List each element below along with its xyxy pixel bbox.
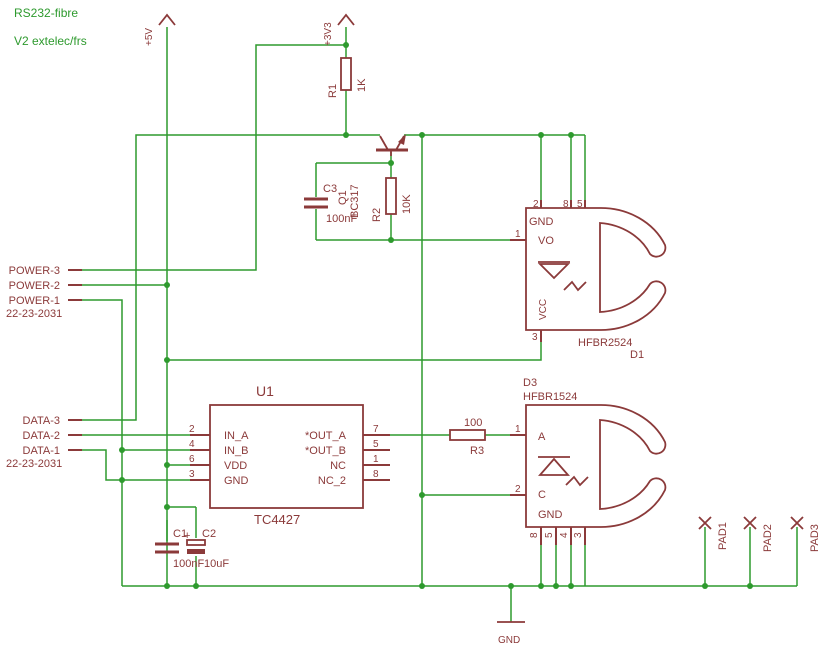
power-1-label: POWER-1 [9, 295, 60, 307]
u1-in-a: IN_A [224, 430, 249, 442]
pad3-label: PAD3 [809, 524, 821, 552]
pad3: PAD3 [790, 516, 821, 552]
u1-pin-5: 5 [373, 439, 379, 450]
capacitor-c2: + C2 10uF [184, 528, 229, 570]
d1-pin-8: 8 [563, 199, 569, 210]
supply-3v3-label: +3V3 [323, 22, 334, 46]
u1-pin-6: 6 [189, 454, 195, 465]
wires [80, 27, 798, 622]
supply-3v3: +3V3 [323, 13, 355, 46]
power-3-label: POWER-3 [9, 265, 60, 277]
pads: PAD1 PAD2 PAD3 [698, 516, 821, 552]
d1-pin-3: 3 [532, 332, 538, 343]
resistor-r2: R2 10K [371, 177, 413, 222]
r1-name: R1 [327, 84, 339, 98]
u1-pin-3: 3 [189, 469, 195, 480]
gnd-symbol: GND [497, 621, 525, 646]
resistor-r3: 100 R3 [449, 417, 486, 457]
u1-in-b: IN_B [224, 445, 248, 457]
d1-value: HFBR2524 [578, 337, 632, 349]
u1-vdd: VDD [224, 460, 247, 472]
u1-name: U1 [256, 383, 274, 399]
power-connector: POWER-3 POWER-2 POWER-1 22-23-2031 [6, 265, 82, 320]
u1-pin-1: 1 [373, 454, 379, 465]
r2-name: R2 [371, 208, 383, 222]
d3-pin-2: 2 [515, 484, 521, 495]
c2-name: C2 [202, 528, 216, 540]
d1-vo-label: VO [538, 235, 554, 247]
transistor-q1: Q1 BC317 [337, 134, 408, 218]
d1-pin-2: 2 [533, 199, 539, 210]
d3-pin-3: 3 [573, 532, 584, 538]
title-line-1: RS232-fibre [14, 6, 78, 20]
pad1: PAD1 [698, 516, 729, 550]
pad1-label: PAD1 [717, 522, 729, 550]
c3-value: 100nF [326, 213, 357, 225]
d3-name: D3 [523, 377, 537, 389]
r2-value: 10K [401, 194, 413, 214]
d1-pin-5: 5 [577, 199, 583, 210]
title-line-2: V2 extelec/frs [14, 34, 87, 48]
d1-name: D1 [630, 349, 644, 361]
capacitor-c3: C3 100nF [304, 183, 357, 225]
d1-gnd-label: GND [529, 216, 554, 228]
r3-value: 100 [464, 417, 482, 429]
r1-value: 1K [356, 78, 368, 92]
supply-5v-label: +5V [144, 28, 155, 46]
pad2-label: PAD2 [762, 524, 774, 552]
u1-value: TC4427 [254, 512, 300, 527]
resistor-r1: R1 1K [327, 57, 368, 98]
d1-pin-1: 1 [515, 229, 521, 240]
gnd-label: GND [498, 635, 520, 646]
power-2-label: POWER-2 [9, 280, 60, 292]
u1-nc: NC [330, 460, 346, 472]
data-connector-part: 22-23-2031 [6, 458, 62, 470]
d3-c-label: C [538, 489, 546, 501]
q1-name: Q1 [337, 190, 349, 205]
capacitor-c1: C1 100nF [155, 528, 204, 570]
data-2-label: DATA-2 [23, 430, 61, 442]
d3-a-label: A [538, 431, 546, 443]
d3-pin-4: 4 [559, 532, 570, 538]
junction-dots [119, 42, 753, 589]
c2-polarity: + [184, 530, 190, 542]
ic-u1: U1 TC4427 2 4 6 3 IN_A IN_B VDD GND 7 5 … [189, 383, 390, 527]
data-3-label: DATA-3 [23, 415, 61, 427]
q1-value: BC317 [349, 184, 361, 218]
c1-value: 100nF [173, 558, 204, 570]
u1-pin-8: 8 [373, 469, 379, 480]
d3-pin-5: 5 [544, 532, 555, 538]
u1-pin-4: 4 [189, 439, 195, 450]
power-connector-part: 22-23-2031 [6, 308, 62, 320]
r3-name: R3 [470, 445, 484, 457]
c3-name: C3 [323, 183, 337, 195]
u1-gnd: GND [224, 475, 249, 487]
u1-nc-2: NC_2 [318, 475, 346, 487]
c2-value: 10uF [204, 558, 229, 570]
transmitter-d3: 1 2 8 5 4 3 A C GND D3 HFBR1524 [510, 377, 667, 545]
c1-name: C1 [173, 528, 187, 540]
supply-5v: +5V [144, 13, 176, 46]
d1-vcc-label: VCC [538, 299, 549, 320]
d3-pin-8: 8 [529, 532, 540, 538]
data-1-label: DATA-1 [23, 445, 61, 457]
pad2: PAD2 [743, 516, 774, 552]
d3-value: HFBR1524 [523, 391, 577, 403]
u1-out-a: *OUT_A [305, 430, 347, 442]
u1-pin-7: 7 [373, 424, 379, 435]
u1-pin-2: 2 [189, 424, 195, 435]
data-connector: DATA-3 DATA-2 DATA-1 22-23-2031 [6, 415, 82, 470]
d3-pin-1: 1 [515, 424, 521, 435]
receiver-d1: 2 8 5 1 3 GND VO VCC HFBR2524 D1 [510, 199, 667, 361]
u1-out-b: *OUT_B [305, 445, 346, 457]
d3-gnd-label: GND [538, 509, 563, 521]
